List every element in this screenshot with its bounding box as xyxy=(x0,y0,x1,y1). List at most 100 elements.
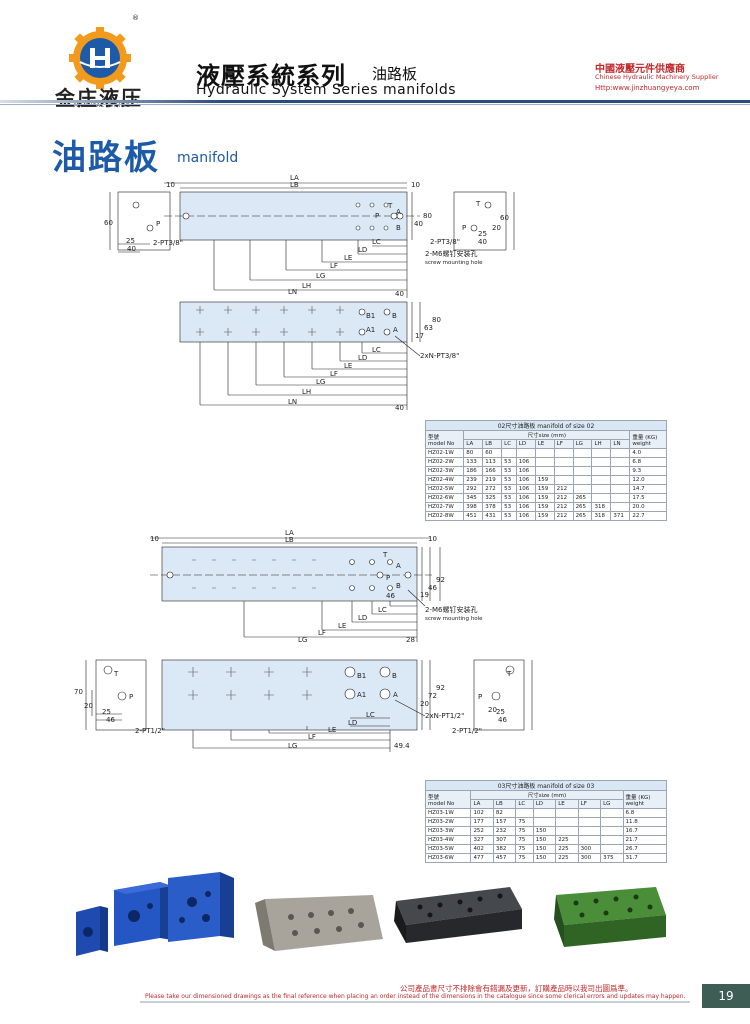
drawing-size-03 xyxy=(85,537,533,752)
dim-40-left-02: 40 xyxy=(127,245,136,253)
supplier-url[interactable]: Http:www.jinzhuangyeya.com xyxy=(595,84,700,92)
port-p-right-02: P xyxy=(462,224,466,232)
model-cell: HZ02-3W xyxy=(424,466,465,476)
dim-lf-b-03: LF xyxy=(308,733,316,741)
size-cell xyxy=(553,448,574,458)
size-cell: 113 xyxy=(482,457,503,467)
port-bb-02: B xyxy=(392,312,397,320)
size-cell xyxy=(534,457,555,467)
model-cell: HZ02-6W xyxy=(424,493,465,503)
weight-cell: 9.3 xyxy=(629,466,667,476)
dim-40c-02: 40 xyxy=(395,404,404,412)
weight-cell: 4.0 xyxy=(629,448,667,458)
size-cell: 457 xyxy=(492,853,517,863)
dim-46-03: 46 xyxy=(386,592,395,600)
dim-60-left-02: 60 xyxy=(104,219,113,227)
dim-ld-b-03: LD xyxy=(348,719,357,727)
dim-lb-03: LB xyxy=(285,536,294,544)
dim-92b-03: 92 xyxy=(436,684,445,692)
size-cell: 53 xyxy=(501,511,517,521)
size-cell xyxy=(572,448,593,458)
dim-la-02: LA xyxy=(290,174,299,182)
size-cell xyxy=(610,493,631,503)
port-t-02: T xyxy=(387,202,393,210)
size-cell: 150 xyxy=(532,835,557,845)
footer-note-cn: 公司產品書尺寸不排除會有錯漏及更新，訂購產品時以我司出圖爲準。 xyxy=(400,984,633,993)
weight-cell: 17.5 xyxy=(629,493,667,503)
footer-note-en: Please take our dimensioned drawings as … xyxy=(145,993,686,1000)
size-cell: 106 xyxy=(515,475,536,485)
size-cell: 166 xyxy=(482,466,503,476)
size-cell: 300 xyxy=(577,853,602,863)
dim-20-03: 20 xyxy=(420,700,429,708)
dim-10b-03: 10 xyxy=(428,535,437,543)
callout-pt12-left: 2-PT1/2" xyxy=(135,727,165,735)
port-a-02: A xyxy=(396,208,401,216)
size-cell: 272 xyxy=(482,484,503,494)
size-cell: 212 xyxy=(553,502,574,512)
size-cell xyxy=(555,817,579,827)
size-cell xyxy=(572,466,593,476)
size-cell: 157 xyxy=(492,817,517,827)
dim-lg-b-02: LG xyxy=(316,378,325,386)
size-cell xyxy=(591,475,612,485)
dim-80b-02: 80 xyxy=(432,316,441,324)
callout-m6-02: 2-M6螺钉安装孔 xyxy=(425,249,477,258)
header-rule-thin xyxy=(0,104,750,105)
size-header: 尺寸size (mm) xyxy=(470,790,624,800)
size-cell xyxy=(532,808,557,818)
size-cell: 60 xyxy=(482,448,503,458)
dim-63-02: 63 xyxy=(424,324,433,332)
column-header: LN xyxy=(610,439,631,449)
dim-49-03: 49.4 xyxy=(394,742,410,750)
column-header: LC xyxy=(501,439,517,449)
photo-steel-manifold xyxy=(255,895,383,951)
size-cell: 225 xyxy=(555,835,579,845)
dim-80-02: 80 xyxy=(423,212,432,220)
weight-cell: 20.0 xyxy=(629,502,667,512)
size-cell: 75 xyxy=(515,817,534,827)
dim-lg-03: LG xyxy=(298,636,307,644)
weight-cell: 14.7 xyxy=(629,484,667,494)
column-header: LD xyxy=(532,799,557,809)
model-cell: HZ03-5W xyxy=(424,844,472,854)
dim-10-03: 10 xyxy=(150,535,159,543)
port-b-02: B xyxy=(396,224,401,232)
size-cell: 239 xyxy=(463,475,484,485)
dim-ld-03: LD xyxy=(358,614,367,622)
header-title-en: Hydraulic System Series manifolds xyxy=(196,82,457,98)
size-cell: 106 xyxy=(515,484,536,494)
port-aa-02: A xyxy=(393,326,398,334)
registered-mark: ® xyxy=(132,14,139,22)
dim-lc-03: LC xyxy=(378,606,387,614)
weight-header: 重量 (KG)weight xyxy=(622,790,668,809)
dim-60-right-02: 60 xyxy=(500,214,509,222)
dim-46-right-03: 46 xyxy=(498,716,507,724)
dim-10b-02: 10 xyxy=(411,181,420,189)
size-cell: 212 xyxy=(553,484,574,494)
size-cell xyxy=(534,466,555,476)
size-cell xyxy=(532,817,557,827)
size-cell: 402 xyxy=(470,844,494,854)
size-cell: 159 xyxy=(534,475,555,485)
size-cell: 53 xyxy=(501,493,517,503)
dim-17-02: 17 xyxy=(415,332,424,340)
size-cell xyxy=(600,808,624,818)
size-header: 尺寸size (mm) xyxy=(463,430,631,440)
dim-ln-02: LN xyxy=(288,288,297,296)
dim-lf-02: LF xyxy=(330,262,338,270)
size-cell xyxy=(534,448,555,458)
port-a1-02: A1 xyxy=(366,326,375,334)
dim-la-03: LA xyxy=(285,529,294,537)
size-cell xyxy=(600,826,624,836)
size-cell: 82 xyxy=(492,808,517,818)
end-view-left-03 xyxy=(95,659,147,731)
weight-cell: 12.0 xyxy=(629,475,667,485)
size-cell: 232 xyxy=(492,826,517,836)
dim-70-left-03: 70 xyxy=(74,688,83,696)
column-header: LA xyxy=(470,799,494,809)
weight-cell: 21.7 xyxy=(622,835,668,845)
